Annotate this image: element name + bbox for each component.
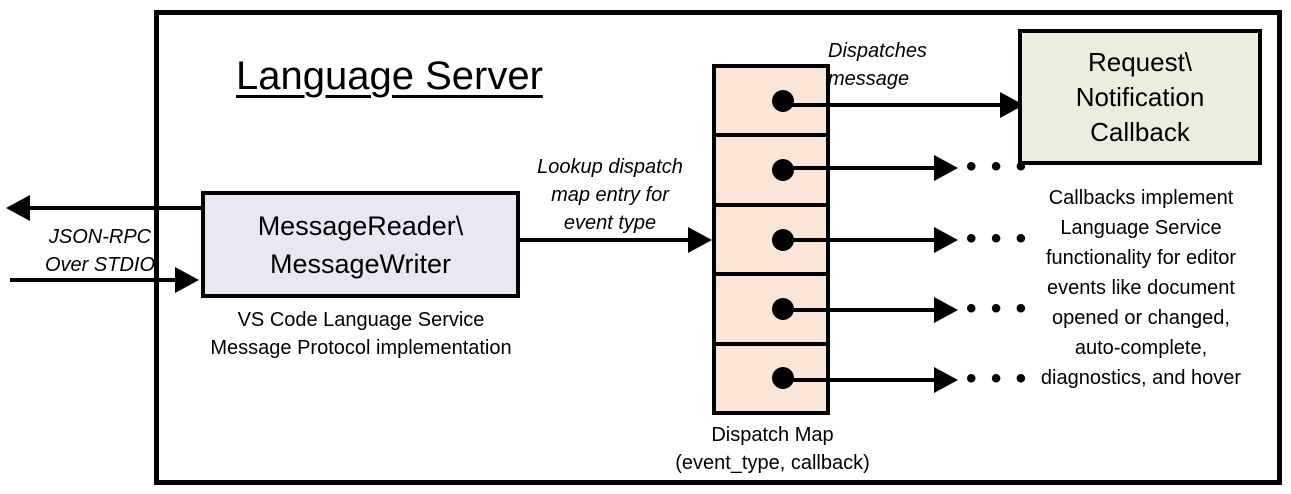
- dispatch-row4-arrowhead: [934, 297, 958, 323]
- dispatch-row1-line: [776, 103, 1004, 107]
- dispatch-entry-dot-icon: [772, 89, 794, 112]
- page-title: Language Server: [236, 54, 543, 98]
- dispatch-entry-dot-icon: [772, 159, 794, 182]
- message-reader-writer-label: MessageReader\ MessageWriter: [257, 210, 464, 279]
- dispatch-map-row[interactable]: [716, 137, 826, 207]
- dispatch-map-caption: Dispatch Map (event_type, callback): [675, 424, 870, 474]
- message-reader-writer-box[interactable]: MessageReader\ MessageWriter: [201, 191, 520, 298]
- dispatch-row3-arrowhead: [934, 227, 958, 253]
- message-reader-writer-caption: VS Code Language Service Message Protoco…: [210, 309, 512, 359]
- edge-label-lookup: Lookup dispatch map entry for event type: [537, 156, 683, 234]
- dispatch-row2-line: [776, 166, 948, 170]
- edge-label-jsonrpc: JSON-RPC Over STDIO: [44, 226, 155, 276]
- dispatch-row3-line: [776, 238, 948, 242]
- jsonrpc-out-line: [30, 206, 205, 210]
- dispatch-row5-line: [776, 378, 948, 382]
- lookup-edge-line: [520, 238, 692, 242]
- request-notification-callback-box[interactable]: Request\ Notification Callback: [1018, 29, 1262, 165]
- jsonrpc-in-arrowhead: [175, 267, 199, 293]
- jsonrpc-out-arrowhead: [6, 195, 30, 221]
- dispatch-row4-line: [776, 308, 948, 312]
- jsonrpc-in-line: [10, 278, 178, 282]
- request-notification-callback-label: Request\ Notification Callback: [1075, 46, 1205, 147]
- lookup-edge-arrowhead: [688, 227, 712, 253]
- edge-label-dispatches: Dispatches message: [828, 40, 927, 90]
- dispatch-row2-arrowhead: [934, 155, 958, 181]
- callback-caption: Callbacks implement Language Service fun…: [1040, 187, 1242, 389]
- dispatch-row5-arrowhead: [934, 367, 958, 393]
- language-server-container: [154, 10, 1282, 485]
- dispatch-row2-ellipsis: • • •: [966, 150, 1030, 183]
